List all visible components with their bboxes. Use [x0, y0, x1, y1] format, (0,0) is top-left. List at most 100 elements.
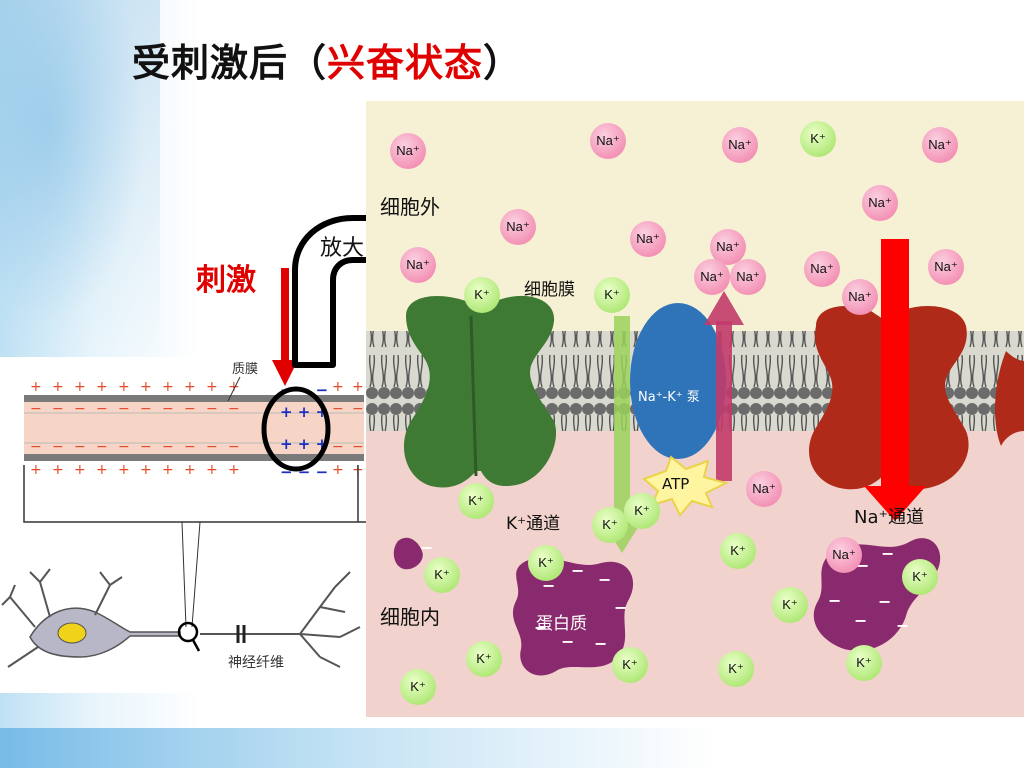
svg-text:−: −	[52, 401, 64, 417]
svg-text:−: −	[52, 439, 64, 455]
svg-text:+: +	[118, 379, 130, 395]
svg-text:+: +	[140, 462, 152, 478]
na-ion: Na⁺	[630, 221, 666, 257]
na-ion: Na⁺	[500, 209, 536, 245]
k-ion: K⁺	[720, 533, 756, 569]
svg-text:−: −	[96, 439, 108, 455]
k-ion: K⁺	[594, 277, 630, 313]
svg-text:+: +	[162, 379, 174, 395]
na-ion: Na⁺	[922, 127, 958, 163]
k-ion: K⁺	[902, 559, 938, 595]
k-ion: K⁺	[846, 645, 882, 681]
svg-text:+: +	[206, 462, 218, 478]
svg-text:+: +	[30, 462, 42, 478]
svg-text:−: −	[96, 401, 108, 417]
svg-text:−: −	[881, 544, 894, 563]
svg-text:+: +	[332, 462, 344, 478]
inner-negative-charges-bottom: −−−− −−−− −−−−	[30, 439, 364, 455]
svg-text:−: −	[74, 401, 86, 417]
k-ion: K⁺	[424, 557, 460, 593]
svg-text:+: +	[140, 379, 152, 395]
axon-magnifier-icon	[177, 621, 199, 643]
callout-pointer-left	[181, 521, 187, 628]
membrane-leader-line	[227, 376, 241, 402]
svg-text:−: −	[162, 401, 174, 417]
na-ion: Na⁺	[590, 123, 626, 159]
membrane-small-label: 质膜	[232, 362, 258, 377]
na-channel-edge	[994, 351, 1024, 446]
svg-text:−: −	[162, 439, 174, 455]
svg-text:+ + +: + + +	[280, 435, 328, 453]
svg-text:−: −	[598, 570, 611, 589]
k-ion: K⁺	[464, 277, 500, 313]
k-channel-icon	[403, 295, 557, 488]
na-ion: Na⁺	[722, 127, 758, 163]
fiber-axoplasm	[24, 402, 364, 454]
k-ion: K⁺	[800, 121, 836, 157]
na-ion: Na⁺	[826, 537, 862, 573]
svg-text:−: −	[332, 439, 344, 455]
na-pump-arrow-icon	[704, 291, 744, 481]
svg-text:−: −	[140, 401, 152, 417]
na-ion: Na⁺	[804, 251, 840, 287]
background-bottom-band	[0, 728, 1024, 768]
background-decoration	[0, 0, 160, 360]
inner-negative-charges-top: −−−− −−−− −−−−	[30, 401, 364, 417]
svg-text:−: −	[878, 592, 891, 611]
protein-label: 蛋白质	[536, 614, 587, 634]
fiber-outer-membrane-top	[24, 395, 364, 402]
svg-text:+: +	[74, 462, 86, 478]
svg-text:−: −	[571, 561, 584, 580]
nerve-fiber-diagram: ++++ ++++ ++++ −−−− −−−− −−−− −−−− −−−− …	[1, 362, 366, 671]
svg-text:+: +	[52, 462, 64, 478]
na-ion: Na⁺	[928, 249, 964, 285]
k-ion: K⁺	[772, 587, 808, 623]
svg-text:+: +	[162, 462, 174, 478]
svg-text:−: −	[206, 401, 218, 417]
na-ion: Na⁺	[400, 247, 436, 283]
svg-text:−: −	[206, 439, 218, 455]
nerve-fiber-panel: ++++ ++++ ++++ −−−− −−−− −−−− −−−− −−−− …	[0, 357, 366, 693]
svg-text:+: +	[184, 379, 196, 395]
svg-text:+: +	[52, 379, 64, 395]
callout-box	[23, 465, 366, 523]
na-ion: Na⁺	[730, 259, 766, 295]
svg-text:+: +	[30, 379, 42, 395]
svg-text:−: −	[561, 632, 574, 651]
svg-text:+: +	[96, 462, 108, 478]
slide-title: 受刺激后（兴奋状态）	[132, 32, 522, 87]
atp-burst-icon	[642, 455, 729, 517]
svg-text:−: −	[534, 618, 547, 637]
svg-text:+: +	[206, 379, 218, 395]
na-ion: Na⁺	[842, 279, 878, 315]
k-channel-label: K⁺通道	[506, 514, 561, 534]
svg-text:−: −	[332, 401, 344, 417]
svg-text:−: −	[184, 439, 196, 455]
svg-text:−: −	[140, 439, 152, 455]
na-influx-arrow-icon	[864, 239, 926, 521]
svg-text:−: −	[352, 439, 364, 455]
svg-text:−: −	[594, 634, 607, 653]
na-channel-label: Na⁺通道	[854, 507, 924, 528]
k-ion: K⁺	[624, 493, 660, 529]
k-ion: K⁺	[400, 669, 436, 705]
fiber-outer-membrane-bottom	[24, 454, 364, 461]
k-ion: K⁺	[466, 641, 502, 677]
svg-text:+: +	[228, 462, 240, 478]
na-ion: Na⁺	[694, 259, 730, 295]
k-ion: K⁺	[592, 507, 628, 543]
svg-text:+: +	[228, 379, 240, 395]
svg-text:−: −	[118, 439, 130, 455]
membrane-diagram: − −−−− −−− −−− −−−−	[366, 101, 1024, 717]
neuron-icon	[1, 568, 361, 668]
callout-pointer-right	[191, 521, 201, 628]
stimulus-label: 刺激	[196, 263, 256, 298]
svg-text:−: −	[854, 611, 867, 630]
inside-cell-label: 细胞内	[380, 605, 440, 629]
outer-positive-charges-top: ++++ ++++ ++++	[30, 379, 364, 395]
svg-text:−: −	[184, 401, 196, 417]
svg-text:−: −	[30, 401, 42, 417]
title-highlight: 兴奋状态	[327, 41, 484, 85]
svg-text:+: +	[184, 462, 196, 478]
svg-text:−: −	[614, 598, 627, 617]
